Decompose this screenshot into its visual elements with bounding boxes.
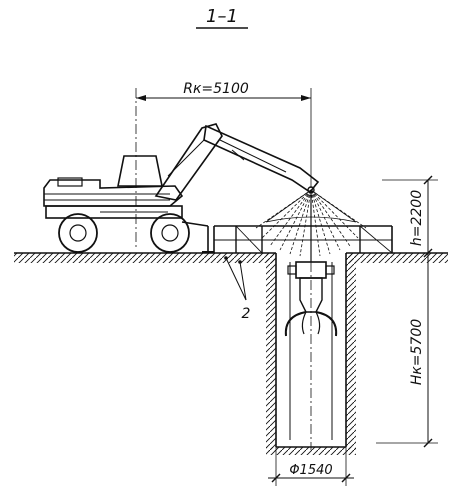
- ground-hatch-right: [346, 253, 448, 263]
- excavator-stick: [203, 124, 320, 194]
- dimension-depth: Hк=5700: [376, 253, 438, 448]
- ground: [14, 252, 448, 263]
- excavator-cabin: [117, 155, 163, 187]
- diameter-label: Φ1540: [289, 463, 332, 478]
- diameter-tick-left: [271, 473, 281, 483]
- callout-leader-2: [239, 261, 247, 301]
- grab-head-side-right: [325, 265, 335, 275]
- excavator-chassis: [45, 205, 183, 219]
- depth-label: Hк=5700: [409, 319, 425, 385]
- boom-cylinder: [167, 139, 205, 177]
- reach-arrow-left: [136, 95, 146, 101]
- wheel-rear-hub: [161, 224, 179, 242]
- height-label: h=2200: [409, 190, 425, 246]
- section-title: 1–1: [196, 6, 248, 29]
- railing-brace-2: [359, 225, 393, 254]
- callout-2: 2: [224, 256, 251, 322]
- ground-hatch-left: [14, 253, 276, 263]
- dimension-height: h=2200: [382, 175, 438, 258]
- callout-label: 2: [242, 306, 251, 322]
- pit: [266, 190, 356, 455]
- railing: [213, 225, 393, 254]
- pit-wall-hatch-right: [346, 253, 356, 451]
- railing-brace-1: [235, 225, 263, 254]
- stick-cylinder: [219, 139, 287, 173]
- diameter-tick-right: [341, 473, 351, 483]
- wheel-front: [58, 213, 98, 253]
- pit-wall-hatch-left: [266, 253, 276, 451]
- excavator-boom: [154, 123, 223, 201]
- grab-head-side-left: [287, 265, 297, 275]
- excavator-hood: [57, 177, 83, 187]
- wheel-front-hub: [69, 224, 87, 242]
- grab-jaw-inner-right: [315, 311, 321, 335]
- grab-jaw-inner-left: [301, 311, 307, 335]
- dimension-reach: Rк=5100: [135, 81, 312, 248]
- grab-jaw-right: [315, 311, 338, 337]
- wheel-rear: [150, 213, 190, 253]
- depth-tick-bottom: [423, 438, 433, 448]
- reach-label: Rк=5100: [183, 81, 249, 97]
- callout-leader-1: [225, 257, 247, 301]
- excavator: [43, 123, 320, 253]
- pit-bottom-hatch: [266, 447, 356, 455]
- section-title-text: 1–1: [206, 6, 238, 27]
- callout-dot-2: [238, 260, 242, 264]
- dimension-diameter: Φ1540: [268, 447, 354, 486]
- callout-dot-1: [224, 256, 228, 260]
- stick-hose: [231, 149, 245, 161]
- reach-arrow-right: [301, 95, 311, 101]
- grab-bucket: [284, 194, 338, 337]
- height-tick-top: [423, 175, 433, 185]
- grab-jaw-left: [284, 311, 307, 337]
